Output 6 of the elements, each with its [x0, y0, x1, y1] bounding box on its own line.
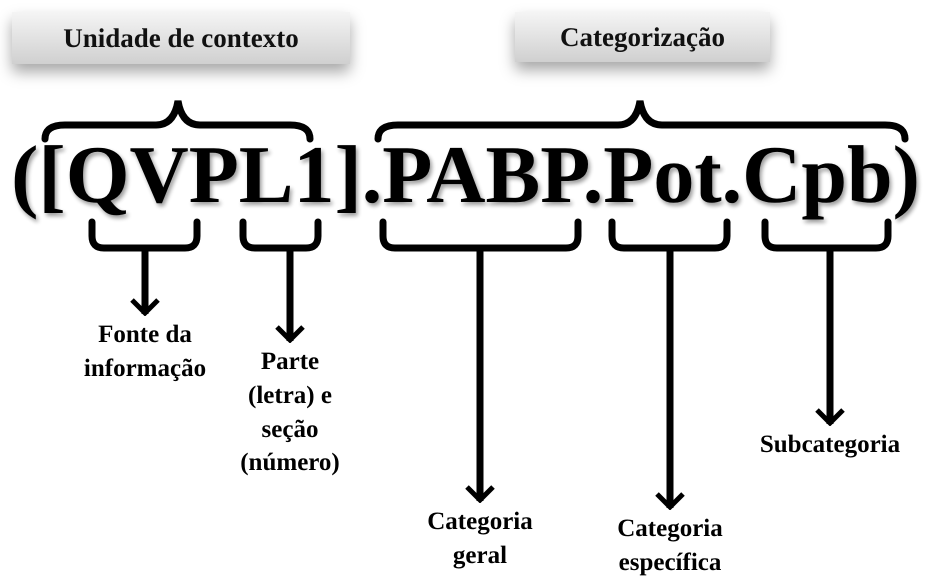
- heading-box: Unidade de contexto: [12, 12, 350, 64]
- category-label: Categoria específica: [590, 512, 750, 580]
- category-label: Categoria geral: [405, 505, 555, 572]
- category-label: Subcategoria: [735, 428, 925, 462]
- heading-box: Categorização: [515, 12, 770, 62]
- coding-label: ([QVPL1].PABP.Pot.Cpb): [10, 130, 921, 220]
